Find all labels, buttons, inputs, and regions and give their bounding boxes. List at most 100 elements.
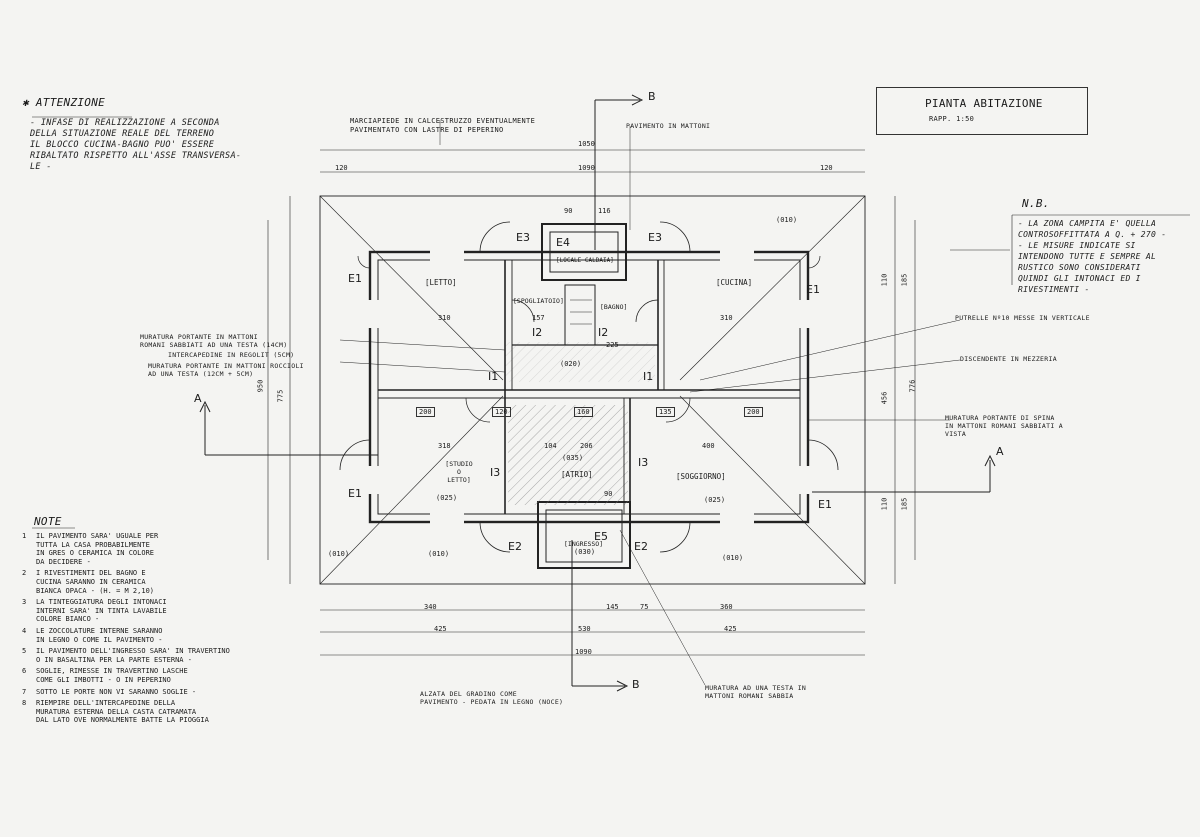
notes-heading: NOTE <box>34 515 62 528</box>
dim-cucina-width: 310 <box>720 314 733 322</box>
label-i1: I1 <box>488 370 499 383</box>
dim-775: 775 <box>276 389 285 403</box>
note-number: 7 <box>22 687 27 696</box>
label-e4: E4 <box>556 236 570 249</box>
plan-scale: RAPP. 1:50 <box>929 115 975 123</box>
attention-line: LE - <box>30 162 52 172</box>
wall-bottom-note-line: MURATURA AD UNA TESTA IN <box>705 684 807 692</box>
nb-text: - LA ZONA CAMPITA E' QUELLA CONTROSOFFIT… <box>1018 218 1166 295</box>
dim-bottom-mid: 530 <box>578 625 591 633</box>
note-line: O IN BASALTINA PER LA PARTE ESTERNA - <box>36 655 192 664</box>
dim-90-atrio: 90 <box>604 490 613 498</box>
nb-heading: N.B. <box>1022 197 1050 210</box>
note-line: I RIVESTIMENTI DEL BAGNO E <box>36 569 146 578</box>
dim-425: 425 <box>434 625 447 633</box>
wall-left-note: MURATURA PORTANTE IN MATTONI ROMANI SABB… <box>140 333 287 349</box>
note-line: LA TINTEGGIATURA DEGLI INTONACI <box>36 598 167 607</box>
attention-line: - INFASE DI REALIZZAZIONE A SECONDA <box>30 118 220 128</box>
note-line: COME GLI IMBOTTI - O IN PEPERINO <box>36 675 171 684</box>
sidewalk-note-line: PAVIMENTATO CON LASTRE DI PEPERINO <box>350 126 504 134</box>
boiler-room-wall <box>541 223 627 281</box>
note-number: 4 <box>22 626 27 635</box>
label-i2: I2 <box>598 326 609 339</box>
nb-line: RUSTICO SONO CONSIDERATI <box>1018 263 1141 272</box>
note-line: RIEMPIRE DELL'INTERCAPEDINE DELLA <box>36 699 176 708</box>
dim-185: 185 <box>900 497 909 511</box>
note-line: COLORE BIANCO - <box>36 615 100 624</box>
label-e3: E3 <box>516 231 530 244</box>
plan-title: PIANTA ABITAZIONE <box>925 97 1043 110</box>
sidewalk-note: MARCIAPIEDE IN CALCESTRUZZO EVENTUALMENT… <box>350 117 535 135</box>
dim-776: 776 <box>908 379 917 393</box>
hatched-zone <box>508 405 628 505</box>
dim-110: 110 <box>880 497 889 511</box>
dim-soggiorno-width: 400 <box>702 442 715 450</box>
note-line: DA DECIDERE - <box>36 557 91 566</box>
nb-line: QUINDI GLI INTONACI ED I <box>1018 274 1141 283</box>
level-mark: (010) <box>722 554 744 562</box>
label-e1: E1 <box>818 498 832 511</box>
note-line: BIANCA OPACA - (H. = m 2,10) <box>36 586 155 595</box>
room-atrio: [ATRIO] <box>561 470 593 479</box>
label-e5: E5 <box>594 530 608 543</box>
label-i2: I2 <box>532 326 543 339</box>
wall-right-note: MURATURA PORTANTE DI SPINA IN MATTONI RO… <box>945 414 1063 438</box>
wall-left2-note: MURATURA PORTANTE IN MATTONI ROCCIOLI AD… <box>148 362 304 378</box>
label-e1: E1 <box>806 283 820 296</box>
note-number: 5 <box>22 647 27 656</box>
label-e3: E3 <box>648 231 662 244</box>
wall-left2-note-line: MURATURA PORTANTE IN MATTONI ROCCIOLI <box>148 362 304 370</box>
section-a-marker: A <box>996 445 1004 458</box>
wall-bottom-note-line: MATTONI ROMANI SABBIA <box>705 692 794 700</box>
dim-120: 120 <box>492 407 511 417</box>
dim-340: 340 <box>424 603 437 611</box>
outer-wall <box>368 250 810 524</box>
level-mark: (025) <box>436 494 458 502</box>
dim-185: 185 <box>900 273 909 287</box>
nb-line: - LE MISURE INDICATE SI <box>1018 241 1136 250</box>
note-number: 8 <box>22 699 27 708</box>
dim-110: 110 <box>880 273 889 287</box>
wall-left2-note-line: AD UNA TESTA (12cm + 5cm) <box>148 370 254 378</box>
note-line: DAL LATO OVE NORMALMENTE BATTE LA PIOGGI… <box>36 716 209 725</box>
note-line: LE ZOCCOLATURE INTERNE SARANNO <box>36 626 163 635</box>
step-note-line: PAVIMENTO - PEDATA IN LEGNO (NOCE) <box>420 698 564 706</box>
dim-top-right: 120 <box>820 164 833 172</box>
title-block: PIANTA ABITAZIONE RAPP. 1:50 <box>876 87 1088 135</box>
dim-top-total: 1050 <box>578 140 595 148</box>
dim-425-right: 425 <box>724 625 737 633</box>
attention-line: DELLA SITUAZIONE REALE DEL TERRENO <box>30 129 215 139</box>
room-bagno: [BAGNO] <box>600 303 628 311</box>
attention-line: RIBALTATO RISPETTO ALL'ASSE TRANSVERSA- <box>30 151 242 161</box>
sidewalk-outline <box>319 195 866 585</box>
entrance-wall <box>537 501 631 569</box>
note-number: 1 <box>22 532 27 540</box>
label-i1: I1 <box>643 370 654 383</box>
brick-floor-note: PAVIMENTO IN MATTONI <box>626 122 711 130</box>
note-number: 2 <box>22 569 27 578</box>
dim-200: 200 <box>416 407 435 417</box>
dim-studio-width: 318 <box>438 442 451 450</box>
note-line: CUCINA SARANNO IN CERAMICA <box>36 577 146 586</box>
wall-left-note-line: MURATURA PORTANTE IN MATTONI <box>140 333 258 341</box>
sidewalk-note-line: MARCIAPIEDE IN CALCESTRUZZO EVENTUALMENT… <box>350 117 536 125</box>
dim-225: 225 <box>606 341 619 349</box>
label-e1: E1 <box>348 272 362 285</box>
note-line: SOTTO LE PORTE NON VI SARANNO SOGLIE - <box>36 687 197 696</box>
level-mark: (020) <box>560 360 582 368</box>
wall-left-note-line: ROMANI SABBIATI AD UNA TESTA (14cm) <box>140 341 288 349</box>
room-cucina: [CUCINA] <box>716 278 753 287</box>
level-mark: (035) <box>562 454 584 462</box>
level-mark: (030) <box>574 548 596 556</box>
label-e2: E2 <box>508 540 522 553</box>
note-line: IL PAVIMENTO SARA' UGUALE PER <box>36 532 159 540</box>
nb-line: - LA ZONA CAMPITA E' QUELLA <box>1018 219 1157 228</box>
note-number: 6 <box>22 667 27 676</box>
dim-360: 360 <box>720 603 733 611</box>
section-b-marker: B <box>632 678 640 691</box>
nb-line: CONTROSOFFITTATA A Q. + 270 - <box>1018 230 1167 239</box>
